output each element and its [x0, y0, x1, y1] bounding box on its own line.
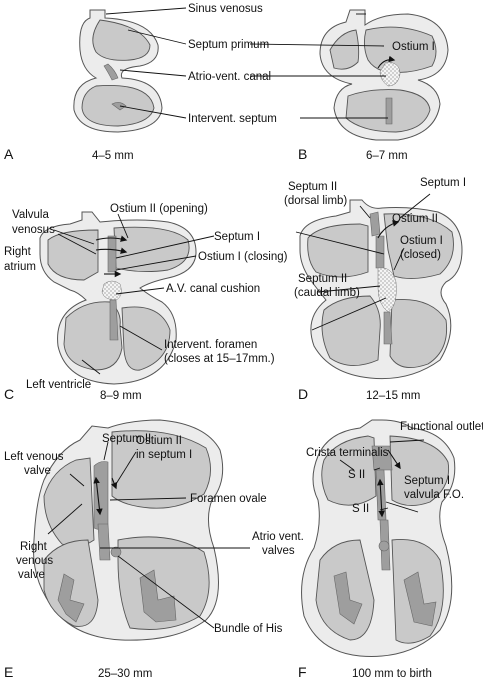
label-septum-ii-caudal: Septum II	[298, 273, 347, 285]
panel-e-caption: 25–30 mm	[98, 668, 152, 680]
label-venous-e: venous	[16, 555, 53, 567]
panel-e-drawing	[32, 419, 224, 641]
label-septum-ii-d: Septum II	[288, 181, 337, 193]
label-valvula: Valvula	[12, 209, 49, 221]
label-atrio-vent-valves: Atrio vent.	[252, 531, 304, 543]
label-bundle-of-his: Bundle of His	[214, 623, 283, 635]
label-right: Right	[4, 246, 32, 258]
label-av-canal-cushion: A.V. canal cushion	[166, 283, 260, 295]
label-intervent-foramen: Intervent. foramen	[164, 339, 257, 351]
panel-f-leaders	[339, 439, 425, 513]
label-valve-e2: valve	[18, 569, 45, 581]
panel-a-drawing	[73, 9, 163, 133]
panel-f-caption: 100 mm to birth	[352, 668, 432, 680]
panel-d: Septum II (dorsal limb) Septum I Ostium …	[284, 177, 466, 402]
label-ostium-ii-e: Ostium II	[136, 435, 182, 447]
panel-d-caption: 12–15 mm	[366, 390, 420, 402]
panel-c: Valvula venosus Right atrium Ostium II (…	[4, 203, 288, 402]
label-valvula-fo: valvula F.O.	[404, 489, 464, 501]
label-septum-ii-e: Septum II	[102, 433, 151, 445]
panel-c-drawing	[39, 211, 197, 385]
label-right-e: Right	[20, 541, 48, 553]
panel-e: Left venous valve Septum II Ostium II in…	[4, 419, 304, 680]
label-septum-i-f: Septum I	[404, 475, 450, 487]
label-atrium: atrium	[4, 261, 36, 273]
label-closes-at: (closes at 15–17mm.)	[164, 353, 275, 365]
panel-a-caption: 4–5 mm	[92, 150, 134, 162]
panel-c-letter: C	[4, 386, 14, 402]
label-closed: (closed)	[400, 249, 441, 261]
label-venosus: venosus	[12, 224, 55, 236]
label-s-ii-upper: S II	[348, 469, 365, 481]
panel-b-drawing	[319, 9, 449, 141]
label-ostium-i: Ostium I	[392, 41, 435, 53]
panel-b-letter: B	[298, 146, 307, 162]
label-left-ventricle: Left ventricle	[26, 379, 91, 391]
label-valves: valves	[262, 545, 295, 557]
panel-f-letter: F	[298, 664, 307, 680]
label-foramen-ovale: Foramen ovale	[190, 493, 267, 505]
label-atrio-vent-canal: Atrio-vent. canal	[188, 71, 271, 83]
label-functional-outlet: Functional outlet F.O.	[400, 421, 483, 433]
label-in-septum-i: in septum I	[136, 449, 192, 461]
label-s-ii-lower: S II	[352, 503, 369, 515]
panel-c-caption: 8–9 mm	[100, 390, 142, 402]
panel-c-leaders	[53, 213, 215, 375]
label-ostium-ii-opening: Ostium II (opening)	[110, 203, 208, 215]
label-septum-primum: Septum primum	[188, 39, 269, 51]
panel-d-leaders	[295, 193, 431, 331]
panel-e-letter: E	[4, 664, 13, 680]
label-sinus-venosus: Sinus venosus	[188, 3, 263, 15]
label-dorsal-limb: (dorsal limb)	[284, 195, 347, 207]
label-septum-i-d: Septum I	[420, 177, 466, 189]
panel-b-caption: 6–7 mm	[366, 150, 408, 162]
panel-a: Sinus venosus Septum primum Atrio-vent. …	[4, 3, 277, 162]
label-septum-i-c: Septum I	[214, 231, 260, 243]
label-ostium-i-d: Ostium I	[400, 235, 443, 247]
label-ostium-i-closing: Ostium I (closing)	[198, 251, 288, 263]
label-crista-terminalis: Crista terminalis	[306, 447, 389, 459]
panel-d-drawing	[299, 199, 463, 380]
label-ostium-ii-d: Ostium II	[392, 213, 438, 225]
panel-d-letter: D	[298, 386, 308, 402]
panel-a-letter: A	[4, 146, 14, 162]
label-caudal-limb: (caudal limb)	[294, 287, 360, 299]
panel-a-leaders	[105, 7, 187, 119]
label-valve-e: valve	[24, 465, 51, 477]
label-intervent-septum: Intervent. septum	[188, 113, 277, 125]
label-left-venous: Left venous	[4, 451, 64, 463]
panel-e-leaders	[47, 441, 250, 629]
panel-f: Crista terminalis Functional outlet F.O.…	[298, 419, 483, 680]
panel-b: Ostium I B 6–7 mm	[249, 9, 449, 162]
